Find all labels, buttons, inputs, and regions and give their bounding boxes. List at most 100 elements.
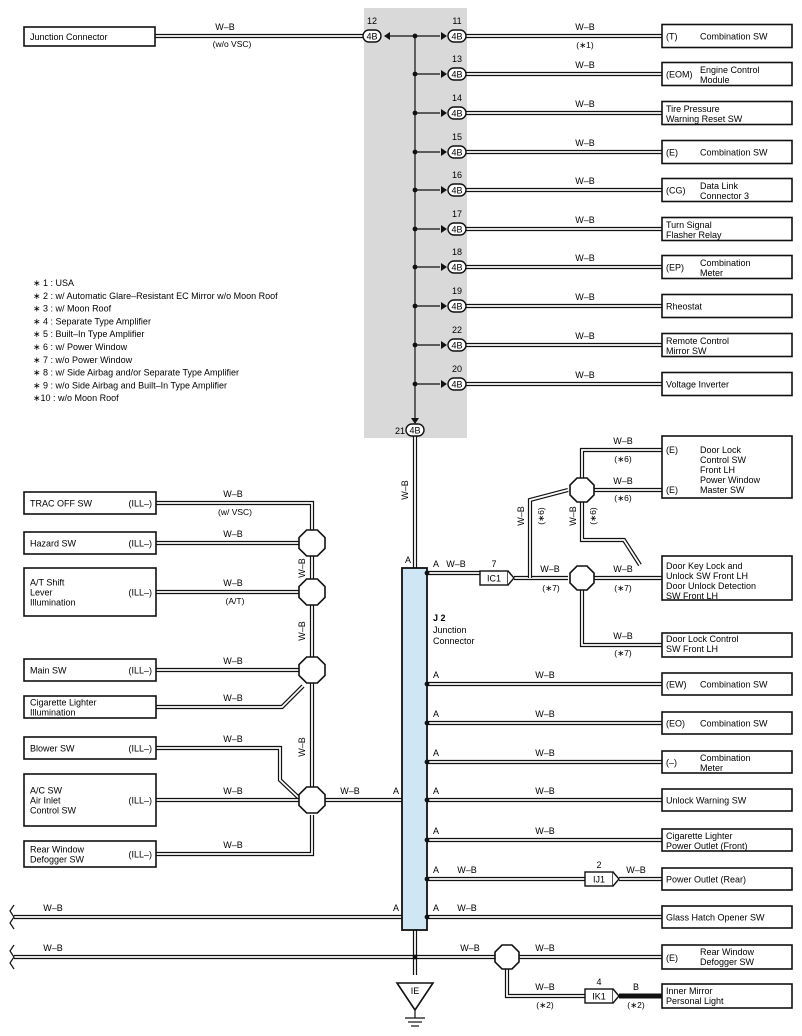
box-left-2 xyxy=(23,567,157,617)
cond-label: (∗6) xyxy=(588,507,598,525)
wire-label: W–B xyxy=(535,748,555,758)
connector-4b xyxy=(447,338,467,352)
cond-label: (w/ VSC) xyxy=(218,507,252,517)
box-suffix: (ILL–) xyxy=(128,588,152,598)
box-right-3 xyxy=(661,788,793,812)
arrow-right-icon xyxy=(441,225,447,233)
box-right-4 xyxy=(661,828,793,852)
box-label: Data Link xyxy=(700,181,739,191)
wire-label: W–B xyxy=(613,436,633,446)
inline-connector-tip xyxy=(612,988,620,1004)
arrow-right-icon xyxy=(441,148,447,156)
box-label: Control SW xyxy=(700,455,747,465)
junction-code: J 2 xyxy=(433,613,446,623)
box-right-0 xyxy=(661,672,793,696)
box-label: Voltage Inverter xyxy=(666,380,729,390)
arrow-right-icon xyxy=(441,302,447,310)
box-label: Door Unlock Detection xyxy=(666,581,756,591)
junction-bar-j2 xyxy=(401,567,428,931)
wire-label: W–B xyxy=(535,982,555,992)
wire-label: W–B xyxy=(297,737,307,757)
box-prefix: (EP) xyxy=(666,263,684,273)
box-door-2 xyxy=(661,555,793,601)
box-label: A/C SW xyxy=(30,786,63,796)
splice-dot xyxy=(424,837,430,843)
connector-code: 4B xyxy=(451,380,462,390)
pin-number: 18 xyxy=(452,247,462,257)
wire-label: W–B xyxy=(535,670,555,680)
box-label: Combination SW xyxy=(700,680,768,690)
box-9 xyxy=(661,371,793,397)
box-label: Combination SW xyxy=(700,719,768,729)
box-label: TRAC OFF SW xyxy=(30,499,92,509)
box-label: Door Key Lock and xyxy=(666,561,743,571)
box-label: Master SW xyxy=(700,485,745,495)
box-left-3 xyxy=(23,658,157,682)
wire-box3-core xyxy=(581,590,662,646)
box-label: Meter xyxy=(700,763,723,773)
box-suffix: (ILL–) xyxy=(128,499,152,509)
wire-label: W–B xyxy=(575,370,595,380)
note-line: ∗ 1 : USA xyxy=(33,278,74,288)
wire-label: W–B xyxy=(457,865,477,875)
arrow-right-icon xyxy=(441,186,447,194)
pin-number: 15 xyxy=(452,132,462,142)
connector-code: 4B xyxy=(451,341,462,351)
splice-dot xyxy=(424,570,430,576)
cond-label: (w/o VSC) xyxy=(213,39,252,49)
junction-name: Connector xyxy=(433,636,475,646)
box-suffix: (ILL–) xyxy=(128,796,152,806)
note-line: ∗10 : w/o Moon Roof xyxy=(33,393,119,403)
box-label: Warning Reset SW xyxy=(666,114,743,124)
cond-label: (∗1) xyxy=(576,40,594,50)
wire-label: W–B xyxy=(535,709,555,719)
box-prefix: (EO) xyxy=(666,719,685,729)
box-left-5 xyxy=(23,736,157,760)
connector-4b xyxy=(405,423,425,437)
arrow-right-icon xyxy=(441,263,447,271)
cond-label: (∗7) xyxy=(542,583,560,593)
wire-label: W–B xyxy=(575,99,595,109)
wire-label: W–B xyxy=(223,693,243,703)
note-line: ∗ 4 : Separate Type Amplifier xyxy=(33,316,151,326)
box-label: A/T Shift xyxy=(30,578,65,588)
pin-a: A xyxy=(393,786,399,796)
wire-label: W–B xyxy=(613,476,633,486)
pin-a: A xyxy=(433,826,439,836)
splice-dot xyxy=(424,720,430,726)
box-label: Combination xyxy=(700,258,751,268)
wire-label: W–B xyxy=(223,734,243,744)
box-prefix: (CG) xyxy=(666,186,686,196)
box-label: Engine Control xyxy=(700,65,760,75)
connector-4b xyxy=(362,29,382,43)
box-label: Illumination xyxy=(30,708,76,718)
wire-label: W–B xyxy=(223,578,243,588)
box-right-6 xyxy=(661,905,793,929)
wire-label: W–B xyxy=(340,786,360,796)
box-label: Unlock SW Front LH xyxy=(666,571,748,581)
pin-a: A xyxy=(433,903,439,913)
wire-door-up-core xyxy=(529,489,569,578)
box-0 xyxy=(661,23,793,49)
inline-code: IJ1 xyxy=(593,875,605,885)
arrow-right-icon xyxy=(441,109,447,117)
box-prefix: (EOM) xyxy=(666,70,693,80)
connector-4b xyxy=(447,145,467,159)
inline-pin: 2 xyxy=(596,860,601,870)
box-right-7 xyxy=(661,944,793,970)
ground-triangle xyxy=(395,982,435,1012)
splice-dot xyxy=(412,226,418,232)
box-label: SW Front LH xyxy=(666,591,718,601)
inline-pin: 4 xyxy=(596,977,601,987)
wire-label: W–B xyxy=(215,22,235,32)
cond-label: (∗6) xyxy=(614,454,632,464)
top-left-label: Junction Connector xyxy=(30,32,108,42)
pin-a: A xyxy=(405,555,411,565)
inline-code: IC1 xyxy=(487,574,501,584)
box-8 xyxy=(661,332,793,358)
splice-dot xyxy=(412,264,418,270)
junction-octagon xyxy=(298,786,326,814)
box-junction-connector xyxy=(23,26,156,47)
box-label: Module xyxy=(700,75,730,85)
